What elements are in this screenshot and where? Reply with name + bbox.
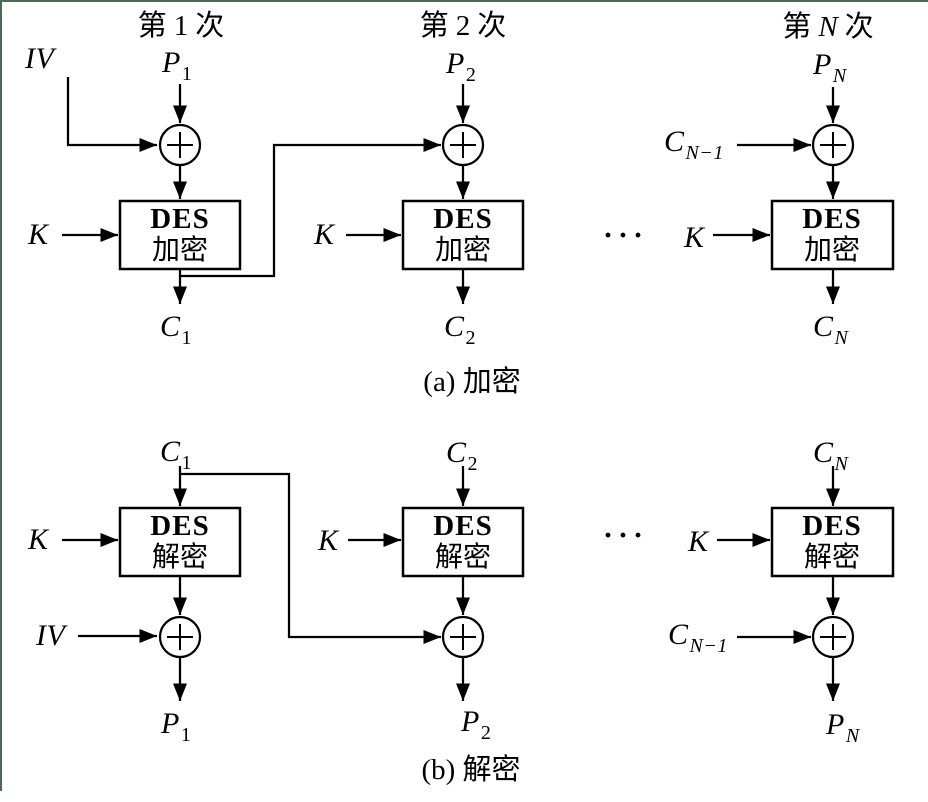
caption-encryption: (a) 加密 [423,366,521,398]
ellipsis-enc: ··· [603,219,649,252]
iv-label-enc: IV [25,42,55,75]
key-label-k3-enc: K [684,221,705,254]
frame-top-edge [0,0,928,2]
chain-c1-to-xor2 [180,138,441,278]
plain-out-label-p2: P2 [461,705,492,744]
des-encrypt-box-1 [118,199,242,271]
key-label-k1-enc: K [28,218,49,251]
ellipsis-dec: ··· [603,519,649,552]
xor-node-enc-2 [441,123,485,167]
caption-decryption: (b) 解密 [421,754,521,786]
xor-node-dec-1 [158,615,202,659]
key-label-k2-enc: K [314,218,335,251]
cipher-in-label-c2: C2 [446,436,479,475]
xor-node-enc-1 [158,123,202,167]
chain-c1-to-xor2-dec [180,472,441,644]
key-label-k1-dec: K [28,523,49,556]
chain-label-cn1-enc: CN−1 [664,125,724,164]
ciphertext-label-c1: C1 [160,310,193,349]
xor-node-dec-3 [811,615,855,659]
cipher-in-label-c1: C1 [160,435,193,474]
des-decrypt-box-2 [401,506,525,578]
key-label-k2-dec: K [318,524,339,557]
plain-out-label-p1: P1 [161,707,192,746]
des-decrypt-box-1 [118,506,242,578]
arrow-iv-to-xor1 [66,77,157,152]
frame-left-edge [0,0,2,791]
plaintext-label-pn: PN [813,48,847,87]
cipher-in-label-cn: CN [813,436,849,475]
xor-node-dec-2 [441,615,485,659]
xor-node-enc-3 [811,123,855,167]
des-decrypt-box-3 [770,506,895,578]
ciphertext-label-c2: C2 [444,310,477,349]
des-encrypt-box-3 [770,199,895,271]
des-encrypt-box-2 [401,199,525,271]
ciphertext-label-cn: CN [813,310,849,349]
plaintext-label-p1: P1 [162,46,193,85]
chain-label-cn1-dec: CN−1 [668,618,728,657]
plaintext-label-p2: P2 [446,47,477,86]
iv-label-dec: IV [36,619,66,652]
key-label-k3-dec: K [688,525,709,558]
plain-out-label-pn: PN [826,708,860,747]
